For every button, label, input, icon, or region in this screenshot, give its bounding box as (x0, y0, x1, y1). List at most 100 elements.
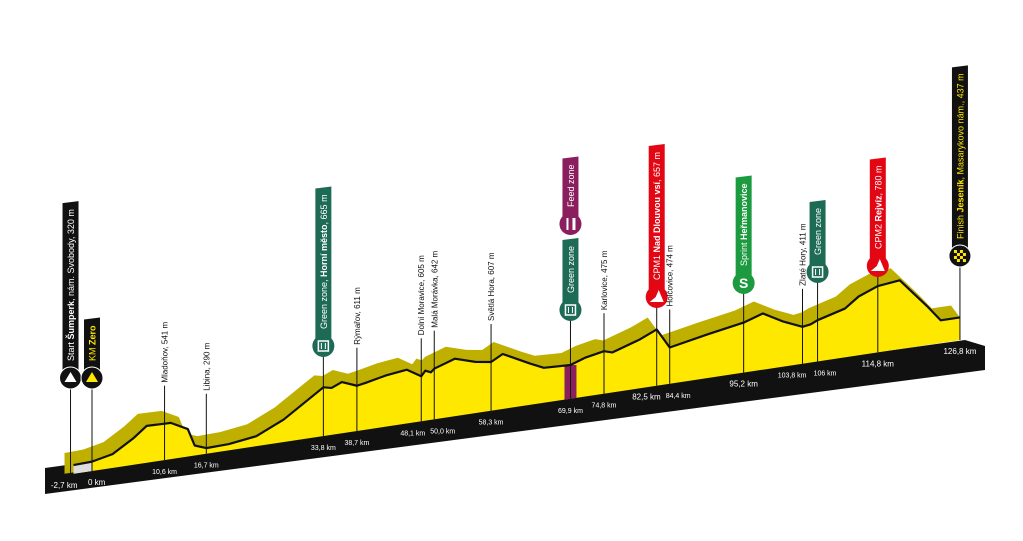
marker-label-part: Jeseník (955, 178, 965, 212)
check (959, 256, 963, 259)
marker-circle (732, 272, 755, 294)
marker-label: Rýmařov, 611 m (353, 287, 362, 345)
marker-label: Finish Jeseník, Masarykovo nám., 437 m (955, 73, 965, 239)
marker-pill: Green zone, Horní město, 665 m (312, 186, 335, 437)
check (953, 256, 957, 259)
marker-pill (735, 175, 752, 283)
marker-label-part: , 665 m (319, 194, 329, 224)
marker-label-part: , 657 m (652, 152, 662, 182)
marker-label-part: Start (66, 339, 76, 361)
marker-place: Dolní Moravice, 605 m (417, 255, 426, 422)
triangle (86, 372, 98, 382)
marker-label-part: , 780 m (873, 165, 883, 195)
km-label: 10,6 km (152, 469, 177, 476)
km-zero-triangle-icon (86, 372, 98, 382)
marker-label: Feed zone (566, 164, 576, 207)
marker-place: Malá Morávka, 642 m (430, 250, 439, 420)
marker-label: KM Zero (88, 325, 98, 361)
marker-label-part: Rejvíz (873, 195, 883, 222)
profile-area (64, 268, 961, 474)
marker-label-part: CPM2 (873, 221, 883, 249)
km-label: 0 km (88, 478, 106, 487)
marker-label-part: Holčovice, 474 m (666, 245, 675, 307)
marker-start: Start Šumperk, nám. Svobody, 320 m (59, 201, 83, 475)
green-zone-icon (564, 304, 577, 316)
marker-label: Start Šumperk, nám. Svobody, 320 m (65, 209, 76, 361)
profile-fill (73, 280, 960, 474)
marker-pill (62, 201, 79, 378)
marker-label: CPM1 Nad Dlouvou vsí, 657 m (652, 152, 662, 280)
marker-place: Zlaté Hory, 411 m (799, 223, 808, 364)
marker-place: Holčovice, 474 m (666, 245, 675, 384)
triangle (64, 372, 77, 382)
marker-pill: Finish Jeseník, Masarykovo nám., 437 m (948, 65, 972, 340)
marker-label-part: Karlovice, 475 m (600, 250, 609, 310)
marker-label: Dolní Moravice, 605 m (417, 255, 426, 335)
marker-label-part: Green zone, (319, 277, 329, 329)
check (962, 253, 966, 256)
marker-place: Libina, 290 m (202, 342, 211, 454)
finish-flag-icon (953, 250, 966, 262)
knife (572, 218, 576, 230)
marker-label-part: Nad Dlouvou vsí (652, 181, 662, 252)
marker-pill: Green zone (559, 237, 582, 399)
feed-zone-icon (566, 218, 576, 230)
marker-label-part: Dolní Moravice, 605 m (417, 255, 426, 335)
marker-label-part: Libina, 290 m (202, 342, 211, 390)
marker-circle (312, 335, 335, 357)
marker-label-part: Rýmařov, 611 m (353, 287, 362, 345)
km-label: 33,8 km (311, 445, 336, 452)
marker-label-part: Green zone (813, 208, 823, 255)
marker-label-part: Sprint (739, 240, 749, 266)
profile-line (73, 279, 961, 467)
marker-label: Green zone (813, 208, 823, 255)
marker-place: Mladoňov, 541 m (161, 322, 170, 461)
marker-label-part: Zero (88, 325, 98, 345)
bin (811, 266, 824, 278)
marker-pill: Green zone (806, 199, 829, 362)
bin (564, 304, 577, 316)
marker-place: Světlá Hora, 607 m (487, 252, 496, 411)
km-label: 126,8 km (943, 347, 976, 356)
marker-label: Zlaté Hory, 411 m (799, 223, 808, 286)
marker-label: CPM2 Rejvíz, 780 m (873, 165, 883, 249)
marker-label-part: Zlaté Hory, 411 m (799, 223, 808, 286)
green-zone-icon (811, 266, 824, 278)
sprint-s-icon: S (739, 275, 748, 291)
marker-label-part: , Masarykovo nám., 437 m (955, 73, 965, 179)
marker-circle (559, 299, 582, 321)
marker-pill (315, 186, 332, 346)
marker-place: Karlovice, 475 m (600, 250, 609, 394)
km-label: 48,1 km (400, 430, 425, 437)
km-label: 114,8 km (862, 359, 895, 368)
km-label: 103,8 km (778, 373, 807, 380)
check (956, 253, 960, 256)
marker-label-part: Malá Morávka, 642 m (430, 250, 439, 327)
km-label: 84,4 km (666, 393, 691, 400)
marker-pill: CPM1 Nad Dlouvou vsí, 657 m (645, 143, 668, 386)
check (956, 259, 960, 262)
marker-label-part: Finish (955, 212, 965, 239)
mountain (649, 290, 664, 302)
marker-pill (562, 156, 579, 224)
climb-mountain-icon (649, 290, 664, 302)
marker-pill: CPM2 Rejvíz, 780 m (866, 157, 889, 353)
km-label: 69,9 km (558, 408, 583, 415)
km-label: 58,3 km (479, 420, 504, 427)
marker-pill (84, 317, 100, 378)
marker-label-part: Horní město (319, 224, 329, 277)
km-label: 82,5 km (632, 393, 661, 402)
check (962, 259, 966, 262)
marker-label: Libina, 290 m (202, 342, 211, 390)
marker-label: Green zone, Horní město, 665 m (319, 194, 329, 329)
km-label: 106 km (814, 370, 837, 377)
marker-kmzero: KM Zero (80, 317, 104, 471)
marker-pill (562, 237, 579, 310)
marker-circle (806, 261, 829, 283)
check (953, 250, 957, 253)
marker-pill2: Feed zone (559, 156, 582, 235)
marker-label: Karlovice, 475 m (600, 250, 609, 310)
